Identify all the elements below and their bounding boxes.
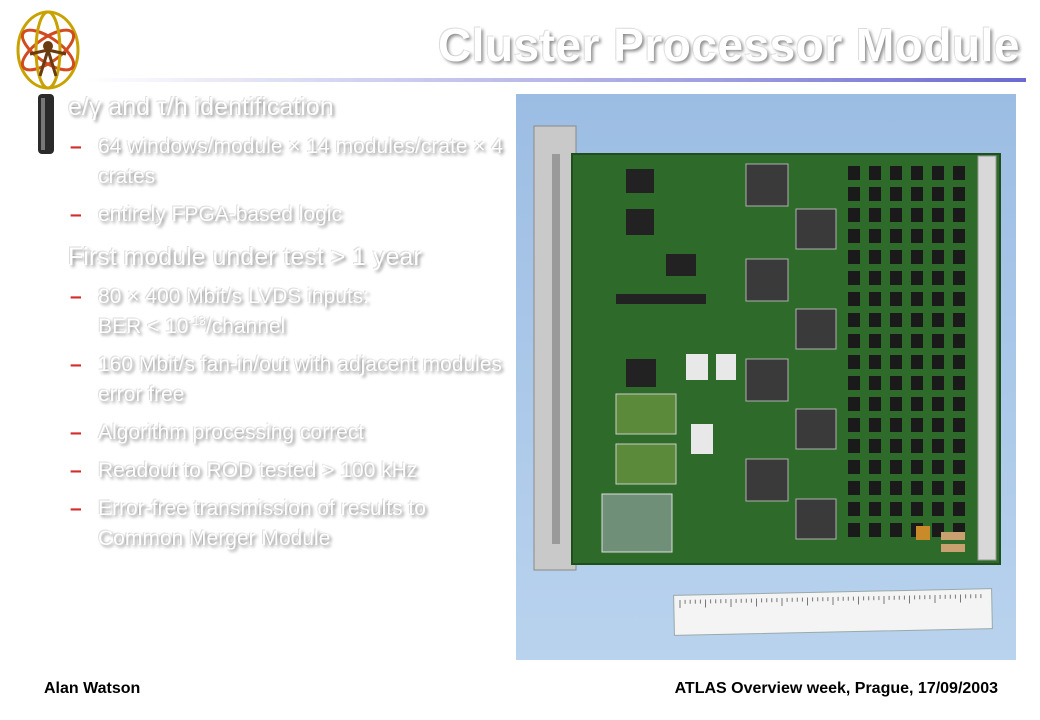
footer-author: Alan Watson	[44, 680, 141, 697]
heading-first-module: First module under test > 1 year	[68, 243, 422, 271]
list-item: –64 windows/module × 14 modules/crate × …	[70, 135, 504, 188]
bullet-list-1: –64 windows/module × 14 modules/crate × …	[60, 132, 510, 230]
title-rule	[86, 78, 1026, 82]
atlas-logo	[16, 10, 80, 154]
list-item: –80 × 400 Mbit/s LVDS inputs:BER < 10-13…	[70, 285, 370, 338]
slide-content: e/γ and τ/h identification –64 windows/m…	[60, 92, 510, 562]
footer-event: ATLAS Overview week, Prague, 17/09/2003	[674, 680, 998, 697]
list-item: –entirely FPGA-based logic	[70, 203, 342, 226]
heading-identification: e/γ and τ/h identification	[68, 93, 334, 121]
list-item: –Error-free transmission of results to C…	[70, 497, 426, 550]
module-photo	[516, 94, 1016, 660]
list-item: –160 Mbit/s fan-in/out with adjacent mod…	[70, 353, 502, 406]
bullet-list-2: –80 × 400 Mbit/s LVDS inputs:BER < 10-13…	[60, 282, 510, 554]
slide-title: Cluster Processor Module	[437, 19, 1020, 71]
list-item: –Algorithm processing correct	[70, 421, 365, 444]
list-item: –Readout to ROD tested > 100 kHz	[70, 459, 418, 482]
